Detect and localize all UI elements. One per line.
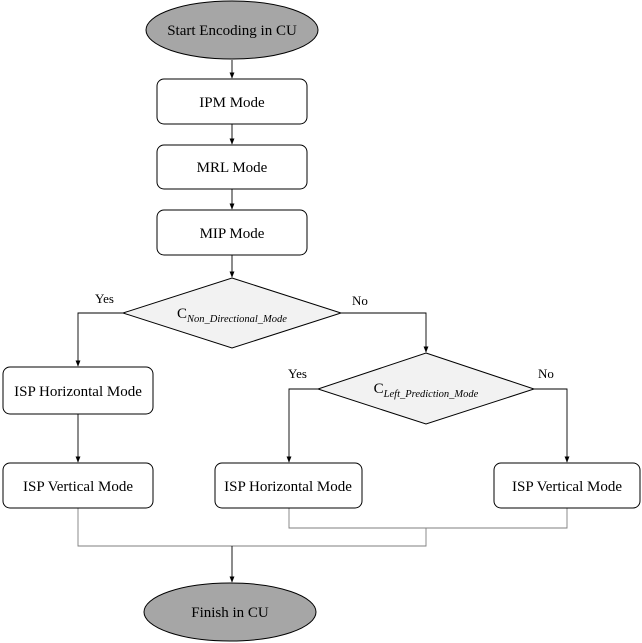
connectors: [75, 60, 570, 583]
merge-all-branches: [77, 508, 427, 547]
label-cond2-yes: Yes: [288, 366, 307, 381]
isp-vertical-right-node: ISP Vertical Mode: [493, 462, 641, 509]
isp-vertical-left-node: ISP Vertical Mode: [2, 462, 154, 509]
decision-left-prediction-label: CLeft_Prediction_Mode: [374, 381, 479, 400]
start-node: Start Encoding in CU: [145, 0, 319, 60]
finish-node: Finish in CU: [143, 582, 317, 642]
mrl-mode-label: MRL Mode: [197, 160, 268, 176]
isp-vertical-right-label: ISP Vertical Mode: [512, 479, 622, 495]
decision-left-prediction: CLeft_Prediction_Mode: [316, 352, 536, 425]
decision-left-prediction-sub: Left_Prediction_Mode: [383, 389, 479, 400]
label-cond2-no: No: [538, 366, 554, 381]
edge-cond1-yes: [75, 312, 123, 367]
isp-vertical-left-label: ISP Vertical Mode: [23, 479, 133, 495]
finish-node-label: Finish in CU: [191, 605, 269, 621]
isp-horizontal-left-node: ISP Horizontal Mode: [2, 366, 154, 415]
mip-mode-node: MIP Mode: [156, 209, 308, 256]
decision-left-prediction-main: C: [374, 381, 384, 397]
edge-cond1-no: [341, 312, 429, 353]
label-cond1-no: No: [352, 293, 368, 308]
decision-non-directional-main: C: [177, 306, 187, 322]
edge-cond2-yes: [286, 388, 318, 463]
isp-horizontal-left-label: ISP Horizontal Mode: [14, 384, 142, 400]
ipm-mode-node: IPM Mode: [156, 78, 308, 125]
merge-right-branch: [288, 508, 568, 529]
decision-non-directional-label: CNon_Directional_Mode: [177, 306, 287, 325]
ipm-mode-label: IPM Mode: [199, 95, 265, 111]
mrl-mode-node: MRL Mode: [156, 144, 308, 190]
label-cond1-yes: Yes: [95, 291, 114, 306]
start-node-label: Start Encoding in CU: [167, 23, 297, 39]
edge-cond2-no: [534, 388, 570, 463]
isp-horizontal-mid-label: ISP Horizontal Mode: [224, 479, 352, 495]
mip-mode-label: MIP Mode: [200, 226, 265, 242]
decision-non-directional-sub: Non_Directional_Mode: [186, 314, 287, 325]
isp-horizontal-mid-node: ISP Horizontal Mode: [214, 462, 363, 509]
decision-non-directional: CNon_Directional_Mode: [121, 277, 343, 349]
